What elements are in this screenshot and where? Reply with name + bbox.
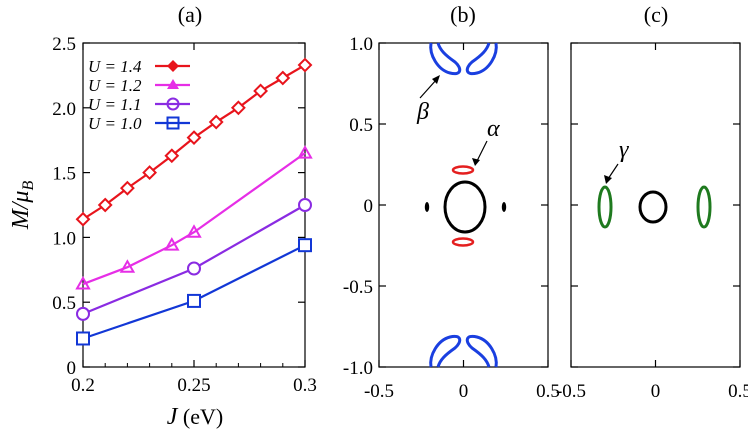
gamma-pocket-left: [597, 185, 613, 229]
b-ytick-label: 0: [364, 196, 374, 217]
panel-c-frame: [570, 42, 741, 368]
a-ytick-label: 1.5: [52, 164, 76, 185]
legend-label-u14: U = 1.4: [88, 57, 142, 76]
legend-label-u11: U = 1.1: [88, 95, 142, 114]
b-ytick-label: -1.0: [343, 358, 373, 379]
panel-a-label: (a): [178, 2, 202, 27]
alpha-arrow: [476, 140, 488, 162]
legend-marker-u10: [166, 116, 180, 130]
beta-label: β: [416, 99, 429, 125]
b-ytick-label: 1.0: [349, 34, 373, 55]
data-point-triangle: [297, 145, 313, 159]
a-ytick-label: 1.0: [52, 228, 76, 249]
data-point-circle: [76, 306, 90, 321]
data-point-circle: [187, 261, 201, 276]
beta-arrow: [419, 78, 438, 99]
a-xtick-label: 0.25: [177, 375, 210, 396]
data-point-diamond: [119, 180, 135, 196]
alpha-pocket-bottom: [451, 237, 475, 247]
a-xtick-label: 0.3: [293, 375, 317, 396]
data-point-diamond: [208, 114, 224, 130]
beta-pocket-top-right: [465, 42, 498, 76]
alpha-pocket-top: [451, 165, 475, 175]
legend-entry-u11: U = 1.1: [88, 95, 190, 114]
a-ytick-label: 0.5: [52, 293, 76, 314]
data-point-square: [187, 293, 201, 308]
series-14: [75, 57, 313, 227]
panel-a-xlabel: J (eV): [167, 404, 223, 430]
data-point-diamond: [75, 211, 91, 227]
data-point-triangle: [119, 259, 136, 273]
annotation-gamma: γ: [604, 137, 629, 184]
legend-label-u10: U = 1.0: [88, 114, 142, 133]
gamma-pocket-right: [696, 185, 712, 229]
small-pocket-right: [501, 202, 507, 212]
series-11: [76, 198, 312, 321]
a-ytick-label: 0: [67, 358, 77, 379]
data-point-diamond: [142, 165, 158, 181]
panel-b-fermi-surface: [424, 42, 507, 368]
panel-c-ticks: -0.5 0 0.5: [556, 42, 748, 402]
gamma-arrow: [607, 163, 619, 180]
beta-pocket-bottom-left: [429, 334, 462, 368]
b-xtick-label: -0.5: [364, 381, 394, 402]
b-ytick-label: -0.5: [343, 277, 373, 298]
gamma-arrowhead: [604, 175, 612, 184]
central-pocket-b: [443, 180, 487, 234]
data-point-diamond: [253, 83, 269, 99]
legend-a: U = 1.4 U = 1.2 U = 1.1 U = 1.0: [88, 57, 190, 133]
series-line: [82, 244, 306, 340]
panel-c-fermi-surface: [597, 185, 712, 229]
data-point-diamond: [97, 197, 113, 213]
legend-marker-u11: [166, 97, 180, 111]
gamma-label: γ: [619, 137, 629, 163]
data-point-diamond: [230, 100, 246, 116]
beta-pocket-top-left: [429, 42, 462, 76]
small-pocket-left: [424, 202, 430, 212]
panel-b-label: (b): [450, 2, 476, 27]
data-point-circle: [298, 198, 312, 212]
annotation-beta: β: [416, 75, 440, 125]
panel-b-frame: [378, 42, 549, 368]
central-pocket-c: [638, 190, 668, 224]
data-point-triangle: [75, 276, 91, 290]
legend-entry-u14: U = 1.4: [88, 57, 190, 76]
series-10: [76, 238, 312, 346]
data-point-diamond: [186, 130, 202, 146]
b-xtick-label: 0: [459, 381, 469, 402]
alpha-label: α: [487, 116, 500, 142]
a-ytick-label: 2.5: [52, 34, 76, 55]
legend-marker-u14: [167, 60, 179, 72]
panel-a-ticks: 0 0.5 1.0 1.5 2.0 2.5 0.2 0.25 0.3: [52, 34, 317, 396]
panel-a-ylabel: M/μB: [8, 181, 37, 231]
legend-label-u12: U = 1.2: [88, 76, 142, 95]
a-xtick-label: 0.2: [71, 375, 95, 396]
legend-entry-u10: U = 1.0: [88, 114, 190, 133]
series-12: [75, 145, 313, 290]
alpha-arrowhead: [472, 158, 480, 166]
data-point-diamond: [275, 70, 291, 86]
data-point-diamond: [297, 57, 313, 73]
legend-entry-u12: U = 1.2: [88, 76, 190, 95]
b-xtick-label: 0.5: [536, 381, 560, 402]
a-ytick-label: 2.0: [52, 99, 76, 120]
legend-marker-u12: [167, 79, 179, 89]
c-xtick-label: -0.5: [556, 381, 586, 402]
data-point-triangle: [164, 237, 180, 251]
c-xtick-label: 0.5: [728, 381, 748, 402]
annotation-alpha: α: [472, 116, 500, 166]
series-line: [82, 152, 306, 286]
data-point-square: [76, 331, 90, 346]
data-point-diamond: [164, 148, 180, 164]
panel-a-series: [75, 57, 313, 346]
data-point-square: [298, 238, 312, 253]
beta-arrowhead: [432, 75, 440, 84]
c-xtick-label: 0: [651, 381, 661, 402]
panel-c-label: (c): [644, 2, 668, 27]
data-point-triangle: [186, 224, 202, 238]
b-ytick-label: 0.5: [349, 115, 373, 136]
beta-pocket-bottom-right: [465, 334, 498, 368]
